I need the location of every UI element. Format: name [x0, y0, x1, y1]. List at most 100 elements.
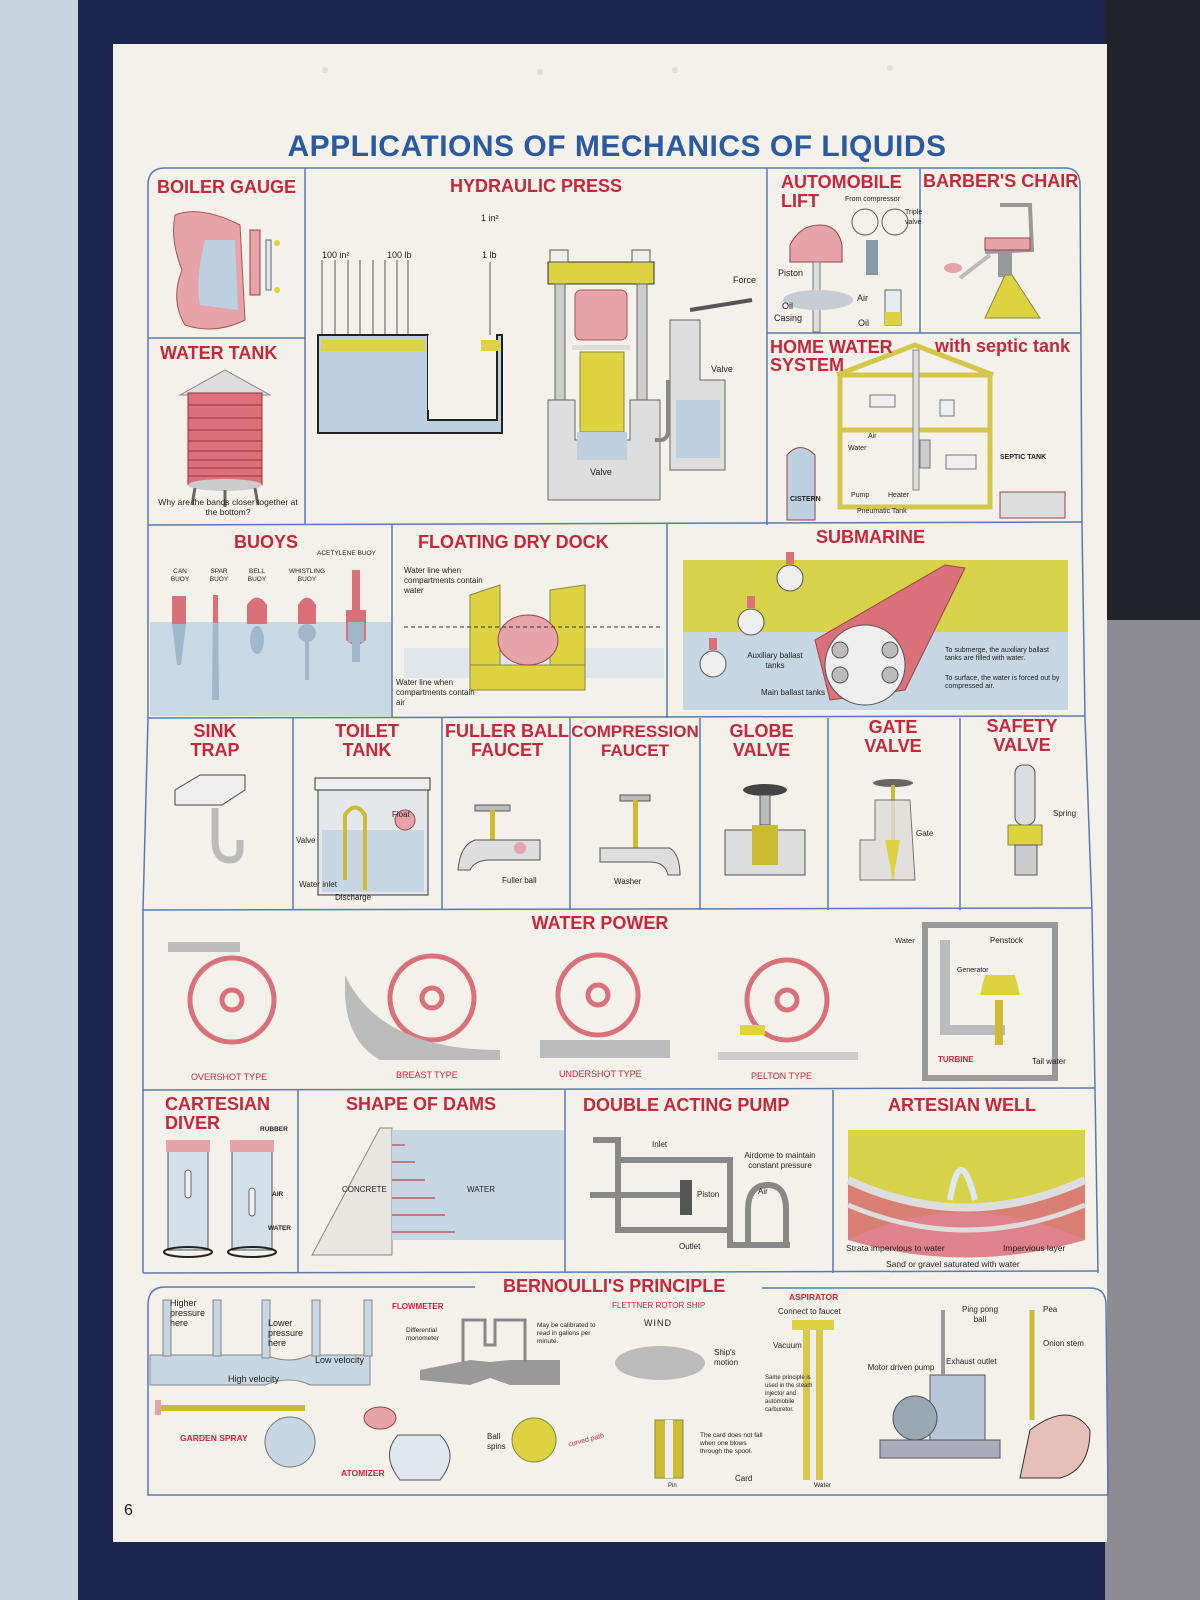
label-concrete: CONCRETE	[342, 1185, 387, 1194]
panel-title-cartesian-diver: CARTESIAN DIVER	[165, 1094, 271, 1133]
label-same-principle: Same principle is used in the steam inje…	[765, 1375, 813, 1413]
label-low-velocity: Low velocity	[315, 1355, 365, 1365]
label-washer: Washer	[614, 877, 642, 886]
bernoulli-illustrations	[149, 1299, 1091, 1481]
pump-piston	[680, 1180, 692, 1215]
label-ships-motion: Ship's motion	[714, 1348, 739, 1367]
label-piston: Piston	[778, 268, 804, 278]
label-float: Float	[392, 810, 410, 819]
label-airdome: Airdome to maintain constant pressure	[744, 1151, 816, 1170]
label-rubber: RUBBER	[260, 1126, 288, 1133]
label-water: Water	[848, 445, 867, 452]
panel-title-hydraulic-press: HYDRAULIC PRESS	[449, 176, 623, 196]
label-triple-valve: Triple valve	[905, 209, 923, 226]
label-overshot-type: OVERSHOT TYPE	[191, 1072, 268, 1082]
label-can-buoy: CAN BUOY	[170, 568, 190, 583]
poster-title: APPLICATIONS OF MECHANICS OF LIQUIDS	[287, 130, 947, 163]
label-air: Air	[758, 1187, 768, 1196]
label-acetylene-buoy: ACETYLENE BUOY	[317, 550, 376, 557]
globe-valve-illustration	[724, 784, 806, 876]
label-high-velocity: High velocity	[228, 1374, 280, 1384]
hydraulic-press-illustration	[317, 249, 753, 501]
label-ping-pong-ball: Ping pong ball	[961, 1305, 999, 1324]
panel-title-gate-valve: GATE VALVE	[864, 717, 922, 756]
subtitle-garden-spray: GARDEN SPRAY	[180, 1433, 248, 1443]
panel-title-water-tank: WATER TANK	[160, 343, 278, 363]
double-acting-pump-illustration	[590, 1137, 790, 1248]
label-spar-buoy: SPAR BUOY	[209, 568, 229, 583]
fuller-ball-faucet-illustration	[457, 804, 541, 871]
label-valve-upper: Valve	[711, 364, 733, 374]
gate-valve-illustration	[859, 779, 916, 881]
label-from-compressor: From compressor	[845, 196, 900, 203]
label-auxiliary-ballast: Auxiliary ballast tanks	[747, 651, 803, 670]
note-surface: To surface, the water is forced out by c…	[945, 675, 1060, 690]
label-oil-tank: Oil	[858, 318, 869, 328]
panel-title-compression-faucet: COMPRESSION FAUCET	[571, 722, 699, 760]
panel-subtitle-septic-tank: with septic tank	[935, 336, 1071, 356]
barbers-chair-illustration	[944, 203, 1041, 319]
label-valve: Valve	[296, 836, 316, 845]
note-submerge: To submerge, the auxiliary ballast tanks…	[945, 647, 1049, 662]
label-wind: WIND	[644, 1318, 672, 1328]
label-connect-to-faucet: Connect to faucet	[778, 1307, 841, 1316]
panel-title-safety-valve: SAFETY VALVE	[986, 716, 1058, 755]
label-bell-buoy: BELL BUOY	[247, 568, 267, 583]
panel-title-water-power: WATER POWER	[531, 913, 669, 933]
label-whistling-buoy: WHISTLING BUOY	[288, 568, 326, 583]
toilet-tank-illustration	[314, 777, 431, 896]
label-valve-lower: Valve	[590, 467, 612, 477]
label-septic-tank: SEPTIC TANK	[1000, 454, 1047, 461]
label-sand-gravel: Sand or gravel saturated with water	[886, 1259, 1020, 1269]
panel-title-sink-trap: SINK TRAP	[190, 721, 240, 760]
label-water: WATER	[467, 1185, 495, 1194]
label-pump: Pump	[851, 492, 870, 499]
label-pneumatic-tank: Pneumatic Tank	[857, 508, 907, 515]
panel-title-shape-of-dams: SHAPE OF DAMS	[346, 1094, 497, 1114]
label-fuller-ball: Fuller ball	[502, 876, 537, 885]
panel-title-toilet-tank: TOILET TANK	[335, 721, 399, 760]
label-100-lb: 100 lb	[387, 250, 412, 260]
floating-dry-dock-illustration	[404, 584, 664, 691]
label-higher-pressure: Higher pressure here	[170, 1298, 206, 1328]
panel-title-bernoullis-principle: BERNOULLI'S PRINCIPLE	[503, 1276, 726, 1296]
wall-background	[0, 0, 78, 1600]
water-tank-caption: Why are the bands closer together at the…	[158, 497, 298, 517]
label-heater: Heater	[888, 492, 910, 499]
subtitle-flettner-rotor-ship: FLETTNER ROTOR SHIP	[612, 1301, 706, 1310]
label-undershot-type: UNDERSHOT TYPE	[559, 1069, 642, 1079]
panel-title-submarine: SUBMARINE	[816, 527, 926, 547]
panel-title-boiler-gauge: BOILER GAUGE	[157, 177, 297, 197]
label-water-line-water: Water line when compartments contain wat…	[404, 566, 483, 595]
subtitle-aspirator: ASPIRATOR	[789, 1292, 839, 1302]
label-impervious-layer: Impervious layer	[1003, 1243, 1066, 1253]
right-background	[1105, 0, 1200, 620]
label-calibrated: May be calibrated to read in gallons per…	[537, 1322, 596, 1345]
label-water: WATER	[268, 1225, 291, 1232]
water-tank-illustration	[178, 369, 272, 507]
automobile-lift-illustration	[783, 208, 909, 333]
panel-title-automobile-lift: AUTOMOBILE LIFT	[781, 172, 902, 211]
label-generator: Generator	[957, 967, 989, 974]
label-card: Card	[735, 1474, 753, 1483]
panel-title-barbers-chair: BARBER'S CHAIR	[923, 171, 1079, 191]
label-pin: Pin	[668, 1483, 677, 1489]
panel-title-artesian-well: ARTESIAN WELL	[888, 1095, 1036, 1115]
label-water-line-air: Water line when compartments contain air	[396, 678, 475, 707]
panel-title-double-acting-pump: DOUBLE ACTING PUMP	[583, 1095, 790, 1115]
label-water: Water	[895, 936, 915, 945]
label-exhaust-outlet: Exhaust outlet	[946, 1357, 997, 1366]
label-force: Force	[733, 275, 757, 285]
label-inlet: Inlet	[652, 1140, 668, 1149]
label-1-sq-in: 1 in²	[481, 213, 499, 223]
water-power-channels	[168, 922, 1058, 1081]
panel-title-floating-dry-dock: FLOATING DRY DOCK	[418, 532, 609, 552]
safety-valve-illustration	[1007, 764, 1043, 876]
panel-title-globe-valve: GLOBE VALVE	[729, 721, 794, 760]
label-air: AIR	[272, 1191, 284, 1198]
label-discharge: Discharge	[335, 893, 372, 902]
label-gate: Gate	[916, 829, 934, 838]
label-100-sq-in: 100 in²	[322, 250, 350, 260]
panel-grid	[142, 167, 1109, 1496]
label-breast-type: BREAST TYPE	[396, 1070, 458, 1080]
